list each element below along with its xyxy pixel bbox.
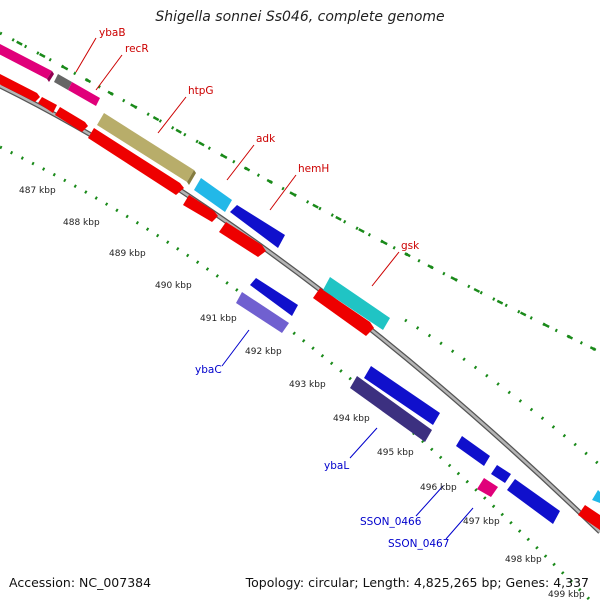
gene-ybaL[interactable] xyxy=(350,376,432,442)
gene-adk[interactable] xyxy=(194,178,232,212)
gene-label: ybaL xyxy=(324,460,349,472)
gene-blue-d[interactable] xyxy=(491,465,511,483)
gene-blue-c[interactable] xyxy=(456,436,490,466)
callout-line xyxy=(221,329,250,367)
genome-backbone xyxy=(0,83,600,534)
genome-backbone-highlight xyxy=(0,84,600,533)
cds-forward xyxy=(219,222,266,257)
tick-label: 491 kbp xyxy=(200,314,237,324)
tick-label: 488 kbp xyxy=(63,218,100,228)
cds-forward xyxy=(38,97,57,113)
cds-forward xyxy=(183,195,218,222)
callout-line xyxy=(226,144,255,181)
callout-line xyxy=(371,251,400,287)
gene-label: htpG xyxy=(188,85,214,97)
callout-line xyxy=(415,485,444,517)
gene-label: ybaC xyxy=(195,364,222,376)
callout-line xyxy=(349,427,378,459)
gene-label: gsk xyxy=(401,240,420,252)
topology-text: Topology: circular; Length: 4,825,265 bp… xyxy=(245,575,589,590)
cds-forward xyxy=(313,288,374,336)
gene-gray[interactable] xyxy=(54,74,72,90)
gene-label: hemH xyxy=(298,163,329,175)
gene-blue-a[interactable] xyxy=(250,278,298,316)
tick-label: 489 kbp xyxy=(109,249,146,259)
gc-track-far xyxy=(404,318,600,467)
callout-line xyxy=(157,96,187,134)
gc-track-inner xyxy=(0,145,592,600)
gene-label: SSON_0467 xyxy=(388,538,449,550)
page-title: Shigella sonnei Ss046, complete genome xyxy=(155,9,445,25)
gene-ybaB-shade xyxy=(47,71,54,82)
callout-line xyxy=(445,507,474,540)
gc-track-outer-long xyxy=(0,31,600,354)
gene-SSON_0467[interactable] xyxy=(477,478,498,497)
tick-label: 495 kbp xyxy=(377,448,414,458)
tick-label: 497 kbp xyxy=(463,517,500,527)
cds-forward xyxy=(55,107,88,132)
gene-gsk[interactable] xyxy=(323,277,390,330)
callout-line xyxy=(75,37,97,73)
gene-htpG[interactable] xyxy=(97,113,194,182)
callout-line xyxy=(95,54,123,91)
gene-htpG-shade xyxy=(187,170,196,185)
gene-ybaB[interactable] xyxy=(0,44,52,79)
tick-label: 487 kbp xyxy=(19,186,56,196)
tick-label: 498 kbp xyxy=(505,555,542,565)
gene-ybaC[interactable] xyxy=(236,292,289,333)
tick-label: 496 kbp xyxy=(420,483,457,493)
tick-label: 499 kbp xyxy=(548,590,585,600)
gene-label: recR xyxy=(125,43,149,55)
accession-text: Accession: NC_007384 xyxy=(9,575,152,590)
tick-label: 490 kbp xyxy=(155,281,192,291)
gene-blue-b[interactable] xyxy=(364,366,440,425)
gene-recR[interactable] xyxy=(68,82,100,106)
cds-forward xyxy=(88,128,184,195)
gene-SSON_0466[interactable] xyxy=(507,479,560,524)
tick-label: 493 kbp xyxy=(289,380,326,390)
tick-label: 492 kbp xyxy=(245,347,282,357)
gene-hemH[interactable] xyxy=(230,205,285,248)
gene-label: adk xyxy=(256,133,276,145)
tick-label: 494 kbp xyxy=(333,414,370,424)
cds-forward xyxy=(578,505,600,530)
callout-line xyxy=(269,174,297,211)
gene-far-cyan[interactable] xyxy=(592,490,600,503)
gene-label: SSON_0466 xyxy=(360,516,422,528)
cds-forward xyxy=(0,74,40,102)
gene-label: ybaB xyxy=(99,27,126,39)
